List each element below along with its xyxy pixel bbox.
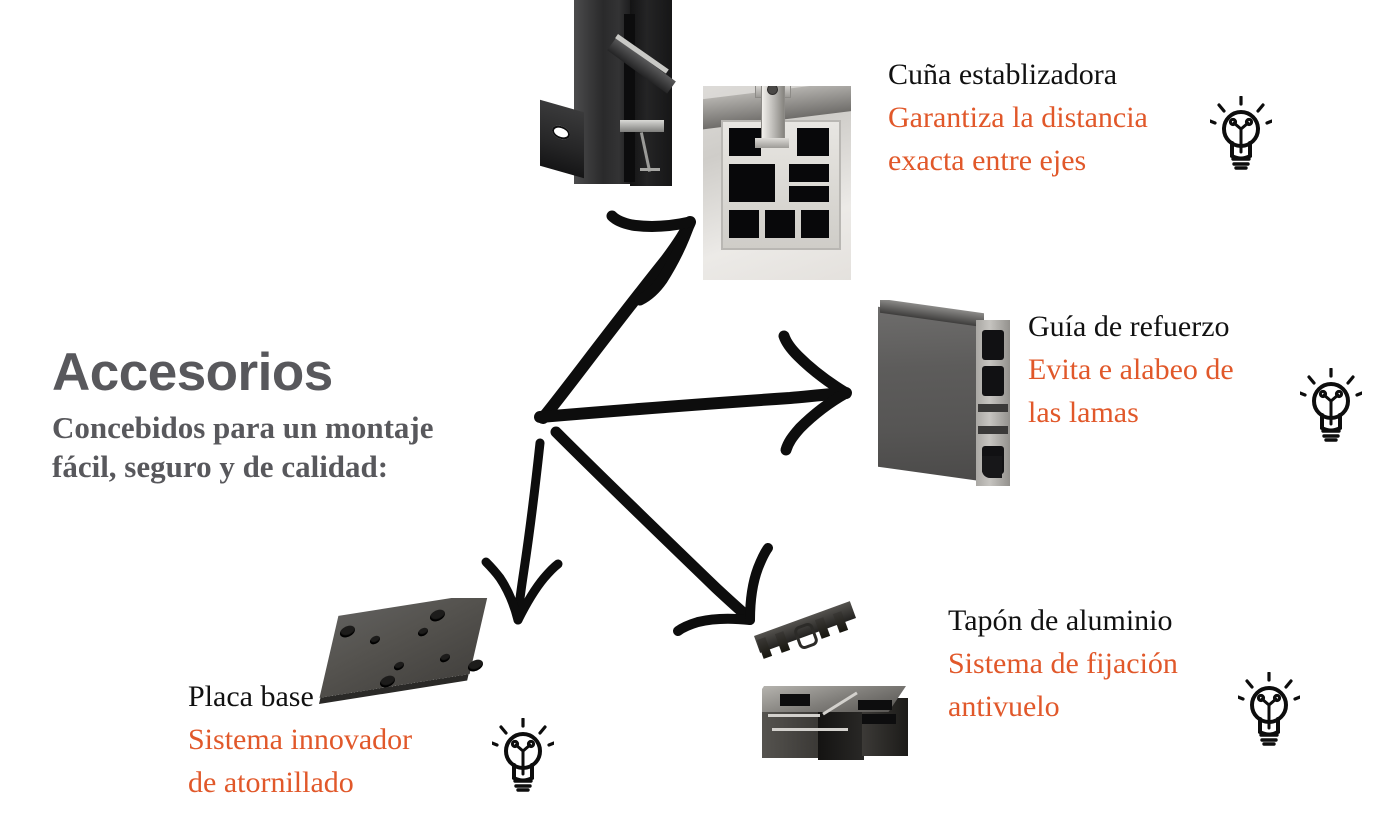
callout-guia: Guía de refuerzo Evita e alabeo de las l…: [1028, 306, 1234, 434]
callout-placa-description-line-2: de atornillado: [188, 766, 354, 799]
callout-tapon: Tapón de aluminio Sistema de fijación an…: [948, 600, 1178, 728]
aluminium-cap-photo: [752, 600, 860, 674]
lightbulb-icon: [492, 718, 554, 792]
callout-guia-description: Evita e alabeo de las lamas: [1028, 348, 1234, 434]
callout-placa-title: Placa base: [188, 680, 314, 713]
callout-cuna: Cuña establizadora Garantiza la distanci…: [888, 54, 1148, 182]
page-subtitle: Concebidos para un montaje fácil, seguro…: [52, 408, 542, 486]
page-subtitle-line-1: Concebidos para un montaje: [52, 410, 434, 445]
lightbulb-icon: [1300, 368, 1362, 442]
callout-guia-description-line-2: las lamas: [1028, 396, 1139, 429]
callout-tapon-description-line-2: antivuelo: [948, 690, 1060, 723]
lightbulb-icon: [1210, 96, 1272, 170]
callout-cuna-description-line-2: exacta entre ejes: [888, 144, 1087, 177]
lightbulb-icon: [1238, 672, 1300, 746]
arrow-right: [534, 330, 852, 456]
post-top-section-photo: [762, 684, 912, 762]
callout-cuna-description: Garantiza la distancia exacta entre ejes: [888, 96, 1148, 182]
callout-guia-title: Guía de refuerzo: [1028, 310, 1230, 343]
callout-guia-description-line-1: Evita e alabeo de: [1028, 353, 1234, 386]
post-with-base-foot-photo: [540, 0, 696, 198]
arrow-up-right: [537, 210, 696, 424]
callout-cuna-title: Cuña establizadora: [888, 58, 1118, 91]
callout-tapon-title: Tapón de aluminio: [948, 604, 1173, 637]
heading-block: Accesorios Concebidos para un montaje fá…: [52, 344, 542, 486]
callout-tapon-description-line-1: Sistema de fijación: [948, 647, 1178, 680]
reinforcement-slat-profile-photo: [878, 300, 1012, 496]
arrow-down-right: [550, 426, 773, 636]
callout-placa-description: Sistema innovador de atornillado: [188, 718, 412, 804]
callout-placa-description-line-1: Sistema innovador: [188, 723, 413, 756]
page-subtitle-line-2: fácil, seguro y de calidad:: [52, 449, 389, 484]
page-title: Accesorios: [52, 343, 333, 402]
callout-cuna-description-line-1: Garantiza la distancia: [888, 101, 1148, 134]
callout-tapon-description: Sistema de fijación antivuelo: [948, 642, 1178, 728]
callout-placa: Placa base Sistema innovador de atornill…: [188, 676, 412, 804]
post-cross-section-with-wedge-photo: [703, 86, 851, 280]
